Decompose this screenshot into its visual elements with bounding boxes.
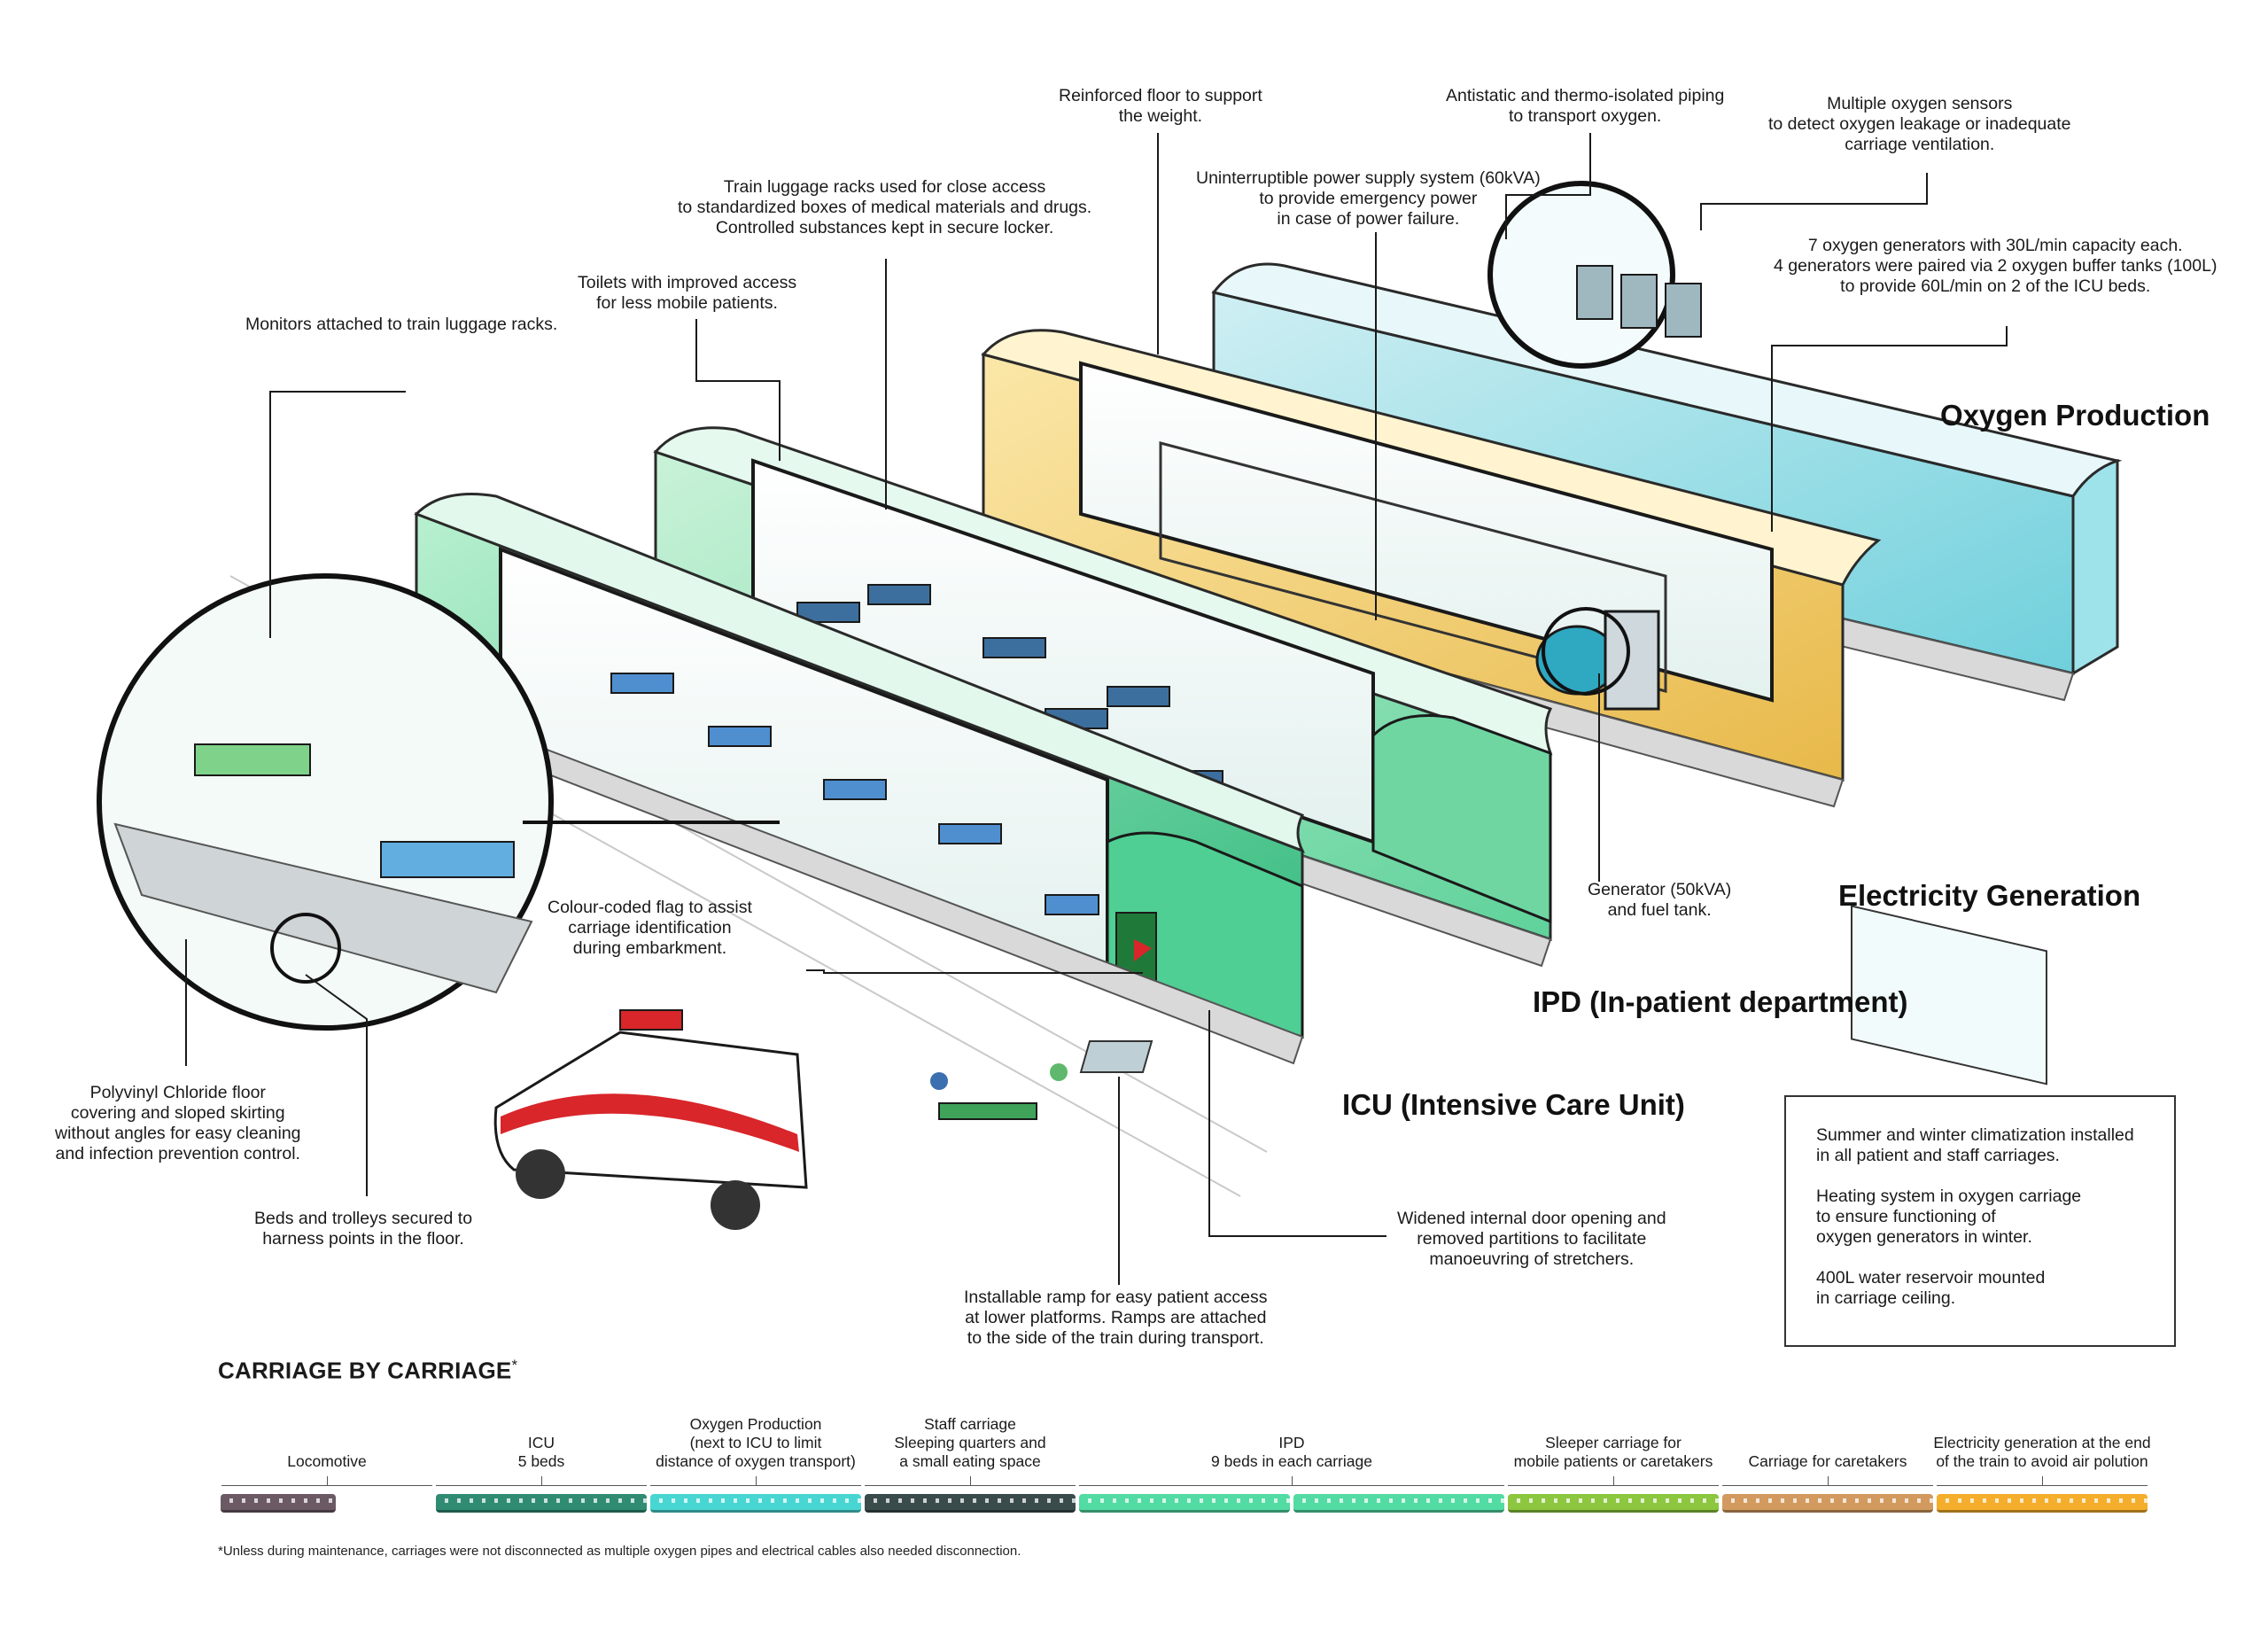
carriage-car <box>436 1494 647 1513</box>
annotation-generator: Generator (50kVA)and fuel tank. <box>1588 880 1732 920</box>
annotation-oxygen-generators: 7 oxygen generators with 30L/min capacit… <box>1774 236 2218 296</box>
stretcher-team <box>930 1063 1068 1120</box>
climatization-info-box: Summer and winter climatization installe… <box>1784 1095 2176 1347</box>
carriage-car <box>1508 1494 1719 1513</box>
carriage-car <box>1937 1494 2148 1513</box>
info-climatization: Summer and winter climatization installe… <box>1816 1125 2134 1165</box>
title-ipd: IPD (In-patient department) <box>1533 985 1908 1018</box>
carriage-bracket <box>1722 1485 1933 1486</box>
carriage-label: Locomotive <box>287 1452 367 1470</box>
carriage-by-carriage-heading: CARRIAGE BY CARRIAGE* <box>218 1357 518 1384</box>
zoom-circle-oxygen <box>1487 181 1702 369</box>
carriage-bracket-tick <box>327 1476 328 1485</box>
title-oxygen-production: Oxygen Production <box>1940 399 2210 432</box>
ambulance-illustration <box>493 1009 808 1230</box>
carriage-bracket-tick <box>756 1476 757 1485</box>
carriage-bracket-tick <box>1613 1476 1614 1485</box>
zoom-circle-icu <box>97 573 554 1031</box>
title-electricity-generation: Electricity Generation <box>1838 879 2141 912</box>
carriage-car <box>221 1494 336 1513</box>
carriage-bracket-tick <box>2042 1476 2043 1485</box>
carriage-car <box>650 1494 861 1513</box>
carriage-label: Carriage for caretakers <box>1748 1452 1907 1470</box>
carriage-car <box>1722 1494 1933 1513</box>
carriage-bracket <box>1937 1485 2148 1486</box>
carriage-bracket <box>1079 1485 1504 1486</box>
carriage-bracket <box>436 1485 647 1486</box>
annotation-ups: Uninterruptible power supply system (60k… <box>1196 168 1541 229</box>
carriage-bracket <box>865 1485 1076 1486</box>
carriage-car <box>865 1494 1076 1513</box>
annotation-luggage-racks: Train luggage racks used for close acces… <box>678 177 1092 237</box>
carriage-bracket-tick <box>1292 1476 1293 1485</box>
carriage-bracket <box>221 1485 432 1486</box>
carriage-car <box>1079 1494 1290 1513</box>
annotation-leaders <box>185 133 2008 1285</box>
carriage-bracket-tick <box>1828 1476 1829 1485</box>
footnote: *Unless during maintenance, carriages we… <box>218 1544 1021 1559</box>
carriage-bracket <box>650 1485 861 1486</box>
title-icu: ICU (Intensive Care Unit) <box>1342 1088 1685 1121</box>
carriage-bracket-tick <box>970 1476 971 1485</box>
carriage-bracket-tick <box>541 1476 542 1485</box>
carriage-bracket <box>1508 1485 1719 1486</box>
annotation-monitors: Monitors attached to train luggage racks… <box>245 315 558 334</box>
carriage-car <box>1293 1494 1504 1513</box>
annotation-installable-ramp: Installable ramp for easy patient access… <box>964 1288 1268 1348</box>
